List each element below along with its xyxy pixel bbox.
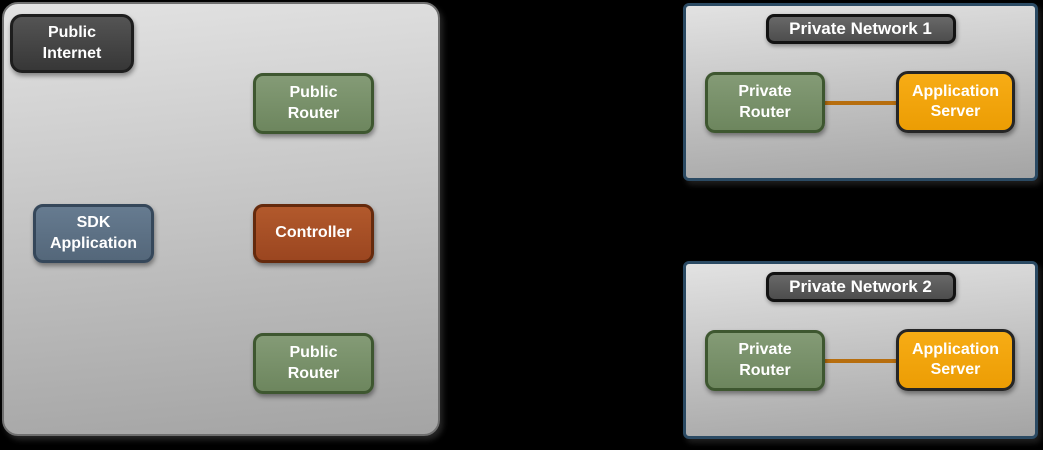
sdk-application-node: SDK Application xyxy=(33,204,154,263)
private-network-2-title-label: Private Network 2 xyxy=(789,277,932,296)
private-network-1-zone: Private Network 1 Private Router Applica… xyxy=(683,3,1038,181)
private-router-2-label: Private Router xyxy=(738,341,792,379)
controller-node: Controller xyxy=(253,204,374,263)
application-server-2-node: Application Server xyxy=(896,329,1015,391)
application-server-2-label: Application Server xyxy=(911,340,1000,378)
application-server-1-label: Application Server xyxy=(911,82,1000,120)
private-network-2-title: Private Network 2 xyxy=(765,272,956,302)
public-router-top-label: Public Router xyxy=(287,84,340,122)
private-router-1-label: Private Router xyxy=(738,83,792,121)
public-internet-zone: Public Internet Public Router SDK Applic… xyxy=(2,2,440,436)
public-router-bottom-label: Public Router xyxy=(287,344,340,382)
router-server-link-line xyxy=(823,359,899,363)
private-network-1-title-label: Private Network 1 xyxy=(789,19,932,38)
application-server-1-node: Application Server xyxy=(896,71,1015,133)
public-router-bottom-node: Public Router xyxy=(253,333,374,394)
public-internet-label: Public Internet xyxy=(42,24,102,62)
private-router-1-node: Private Router xyxy=(705,72,825,133)
private-network-1-title: Private Network 1 xyxy=(765,14,956,44)
private-network-2-zone: Private Network 2 Private Router Applica… xyxy=(683,261,1038,439)
sdk-application-label: SDK Application xyxy=(49,214,138,252)
public-internet-node: Public Internet xyxy=(10,14,134,73)
public-router-top-node: Public Router xyxy=(253,73,374,134)
controller-label: Controller xyxy=(275,224,352,242)
private-router-2-node: Private Router xyxy=(705,330,825,391)
router-server-link-line xyxy=(823,101,899,105)
